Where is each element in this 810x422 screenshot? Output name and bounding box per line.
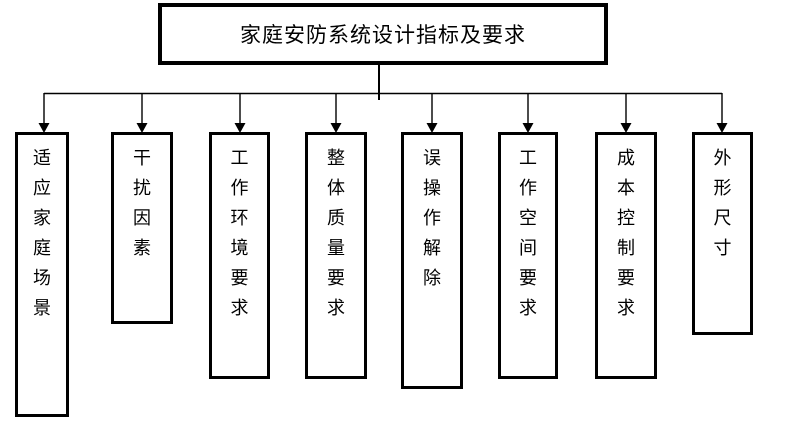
- node-label: 干扰因素: [133, 148, 151, 258]
- root-box-label: 家庭安防系统设计指标及要求: [240, 24, 526, 47]
- node-label: 适应家庭场景: [33, 148, 51, 318]
- node-label: 成本控制要求: [617, 148, 635, 318]
- node-box-work-environment: 工作环境要求: [209, 132, 270, 379]
- node-box-interference-factors: 干扰因素: [111, 132, 173, 324]
- node-box-overall-quality: 整体质量要求: [305, 132, 367, 379]
- node-box-cost-control: 成本控制要求: [595, 132, 657, 379]
- node-box-workspace-requirements: 工作空间要求: [498, 132, 558, 379]
- node-label: 外形尺寸: [713, 148, 732, 258]
- node-label: 误操作解除: [423, 148, 441, 288]
- node-box-adapt-home-scene: 适应家庭场景: [15, 132, 69, 417]
- node-box-misoperation-release: 误操作解除: [401, 132, 463, 389]
- node-label: 工作空间要求: [519, 148, 537, 318]
- node-label: 整体质量要求: [327, 148, 345, 318]
- node-label: 工作环境要求: [230, 148, 249, 318]
- root-box: 家庭安防系统设计指标及要求: [158, 3, 608, 65]
- node-box-outer-dimensions: 外形尺寸: [692, 132, 753, 335]
